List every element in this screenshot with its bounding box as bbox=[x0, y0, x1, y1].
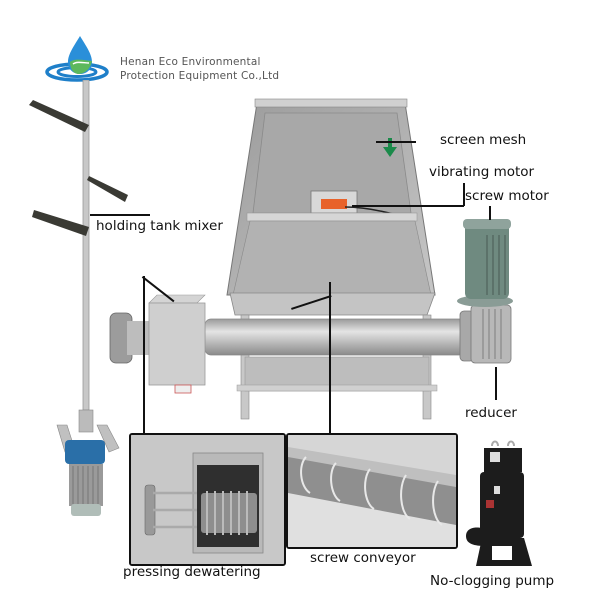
label-no-clogging-pump: No-clogging pump bbox=[430, 573, 555, 589]
company-name-line1: Henan Eco Environmental bbox=[120, 56, 261, 68]
leader-conveyor-v bbox=[329, 282, 331, 434]
label-holding-tank-mixer: holding tank mixer bbox=[96, 218, 223, 234]
leader-screen-mesh bbox=[376, 141, 416, 143]
no-clogging-pump-illustration bbox=[462, 438, 558, 568]
company-logo bbox=[44, 34, 114, 86]
company-name-line2: Protection Equipment Co.,Ltd bbox=[120, 70, 280, 82]
leader-vibrating-motor-v bbox=[463, 183, 465, 206]
label-vibrating-motor: vibrating motor bbox=[429, 164, 535, 180]
holding-tank-mixer-illustration bbox=[25, 79, 135, 530]
inset-screw-conveyor bbox=[286, 433, 458, 549]
leader-holding-tank-mixer bbox=[90, 214, 150, 216]
label-screw-motor: screw motor bbox=[465, 188, 549, 204]
label-reducer: reducer bbox=[465, 405, 517, 421]
flow-arrow-icon bbox=[383, 138, 397, 157]
label-screw-conveyor: screw conveyor bbox=[310, 550, 416, 566]
water-drop-ripple-logo-icon bbox=[45, 36, 109, 82]
label-pressing-dewatering: pressing dewatering bbox=[123, 564, 261, 580]
leader-screw-motor bbox=[489, 206, 491, 220]
dewatering-machine-illustration bbox=[105, 95, 525, 425]
label-screen-mesh: screen mesh bbox=[440, 132, 527, 148]
inset-pressing-dewatering bbox=[129, 433, 286, 566]
leader-vibrating-motor-h bbox=[352, 205, 464, 207]
leader-reducer bbox=[495, 367, 497, 400]
leader-pressing-v bbox=[143, 276, 145, 434]
